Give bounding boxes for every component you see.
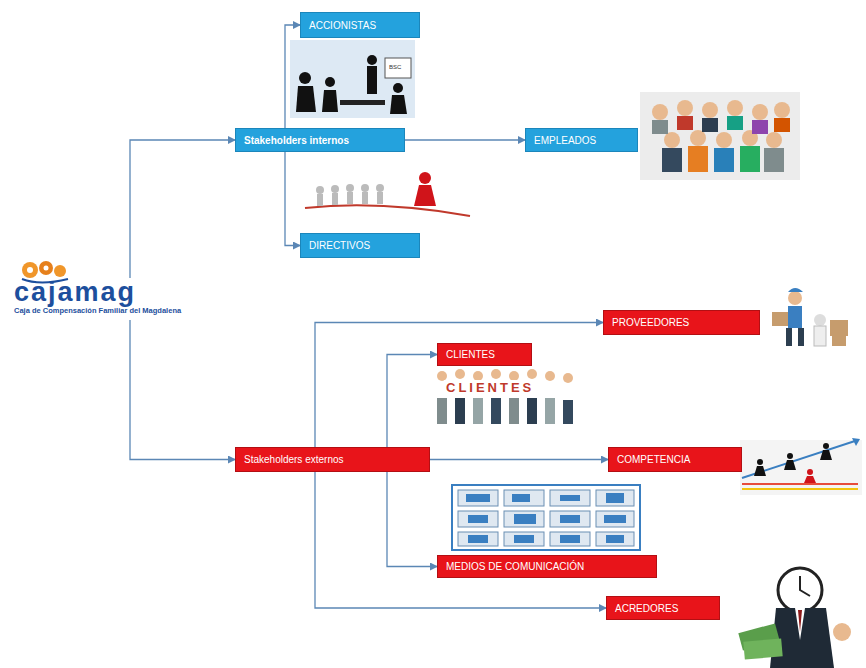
- supplier-illustration: [772, 288, 848, 346]
- node-text: EMPLEADOS: [534, 135, 596, 146]
- competition-illustration: [740, 438, 862, 495]
- sign-text: CLIENTES: [444, 380, 536, 395]
- connector-arrow: [430, 459, 608, 460]
- connector-arrow: [405, 139, 525, 140]
- node-text: COMPETENCIA: [617, 454, 690, 465]
- stakeholder-box: DIRECTIVOS: [300, 233, 420, 258]
- stakeholder-box: COMPETENCIA: [608, 447, 742, 472]
- logo-block: cajamagCaja de Compensación Familiar del…: [12, 278, 227, 320]
- node-text: ACCIONISTAS: [309, 20, 376, 31]
- node-text: CLIENTES: [446, 349, 495, 360]
- node-text: cajamag: [14, 278, 136, 306]
- group-box: Stakeholders internos: [235, 128, 405, 152]
- meeting-illustration: [290, 40, 415, 118]
- stakeholder-box: PROVEEDORES: [603, 310, 760, 335]
- connector-arrow: [285, 152, 300, 246]
- connector-arrow: [130, 140, 235, 278]
- stakeholder-box: ACCIONISTAS: [300, 12, 420, 38]
- stakeholder-box: ACREDORES: [606, 596, 720, 620]
- stakeholder-box: CLIENTES: [437, 343, 532, 366]
- connector-arrow: [315, 323, 603, 448]
- clients-illustration: [437, 369, 573, 424]
- connector-arrow: [315, 472, 606, 608]
- node-text: MEDIOS DE COMUNICACIÓN: [446, 561, 584, 572]
- node-subtext: Caja de Compensación Familiar del Magdal…: [14, 306, 181, 316]
- node-text: Stakeholders internos: [244, 135, 349, 146]
- creditor-illustration: [738, 568, 851, 668]
- connector-arrow: [387, 472, 437, 567]
- connector-arrow: [285, 25, 300, 128]
- leader-illustration: [305, 172, 470, 216]
- media-illustration: [452, 485, 640, 550]
- employees-illustration: [640, 92, 800, 180]
- node-text: Stakeholders externos: [244, 454, 344, 465]
- stakeholder-box: MEDIOS DE COMUNICACIÓN: [437, 555, 657, 578]
- node-text: ACREDORES: [615, 603, 678, 614]
- stakeholder-box: EMPLEADOS: [525, 128, 638, 152]
- node-text: DIRECTIVOS: [309, 240, 370, 251]
- board-text: BSC: [389, 64, 401, 70]
- connector-arrow: [130, 320, 235, 460]
- connector-arrow: [387, 355, 437, 448]
- node-text: PROVEEDORES: [612, 317, 689, 328]
- group-box: Stakeholders externos: [235, 447, 430, 472]
